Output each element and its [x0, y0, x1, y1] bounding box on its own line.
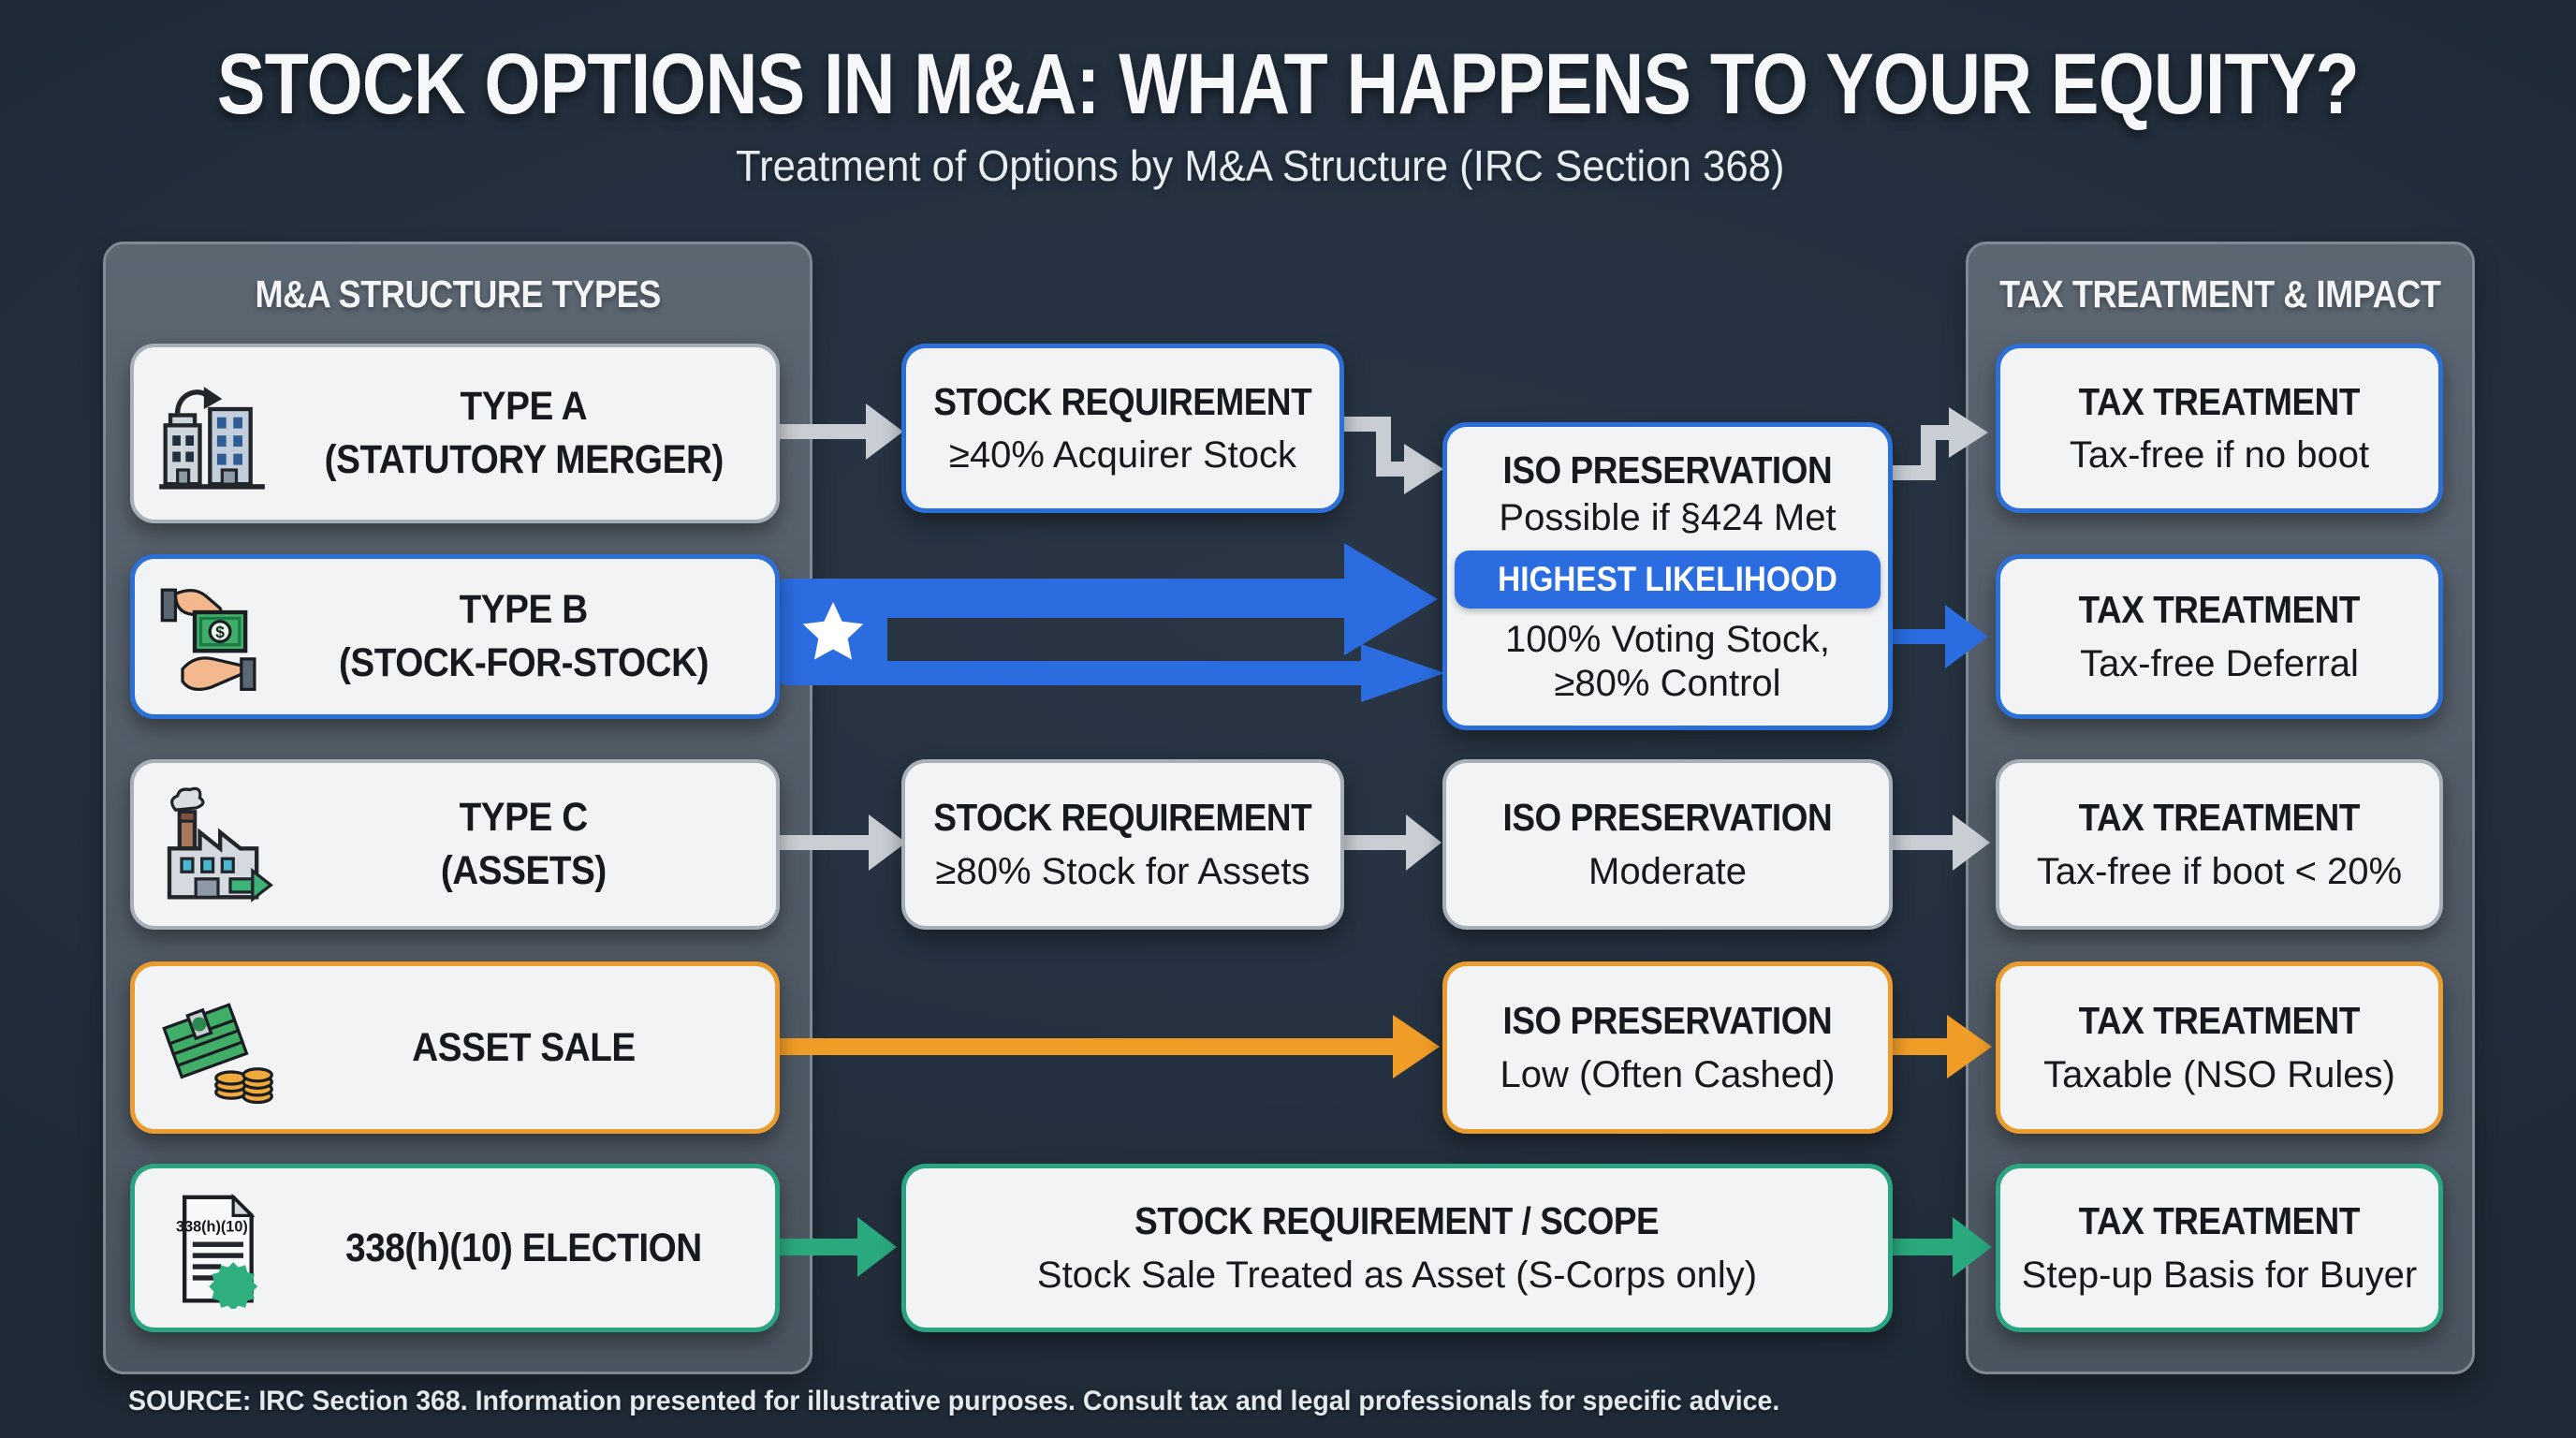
tax-treatment-b-box: TAX TREATMENT Tax-free Deferral: [1996, 554, 2443, 719]
tax-treatment-asset-sale-box: TAX TREATMENT Taxable (NSO Rules): [1996, 961, 2443, 1134]
arrow-type-c-to-stock-requirement: [779, 814, 906, 871]
election-338h10-label: 338(h)(10) ELECTION: [344, 1225, 702, 1270]
asset-sale-card: ASSET SALE: [130, 961, 780, 1134]
scope-338-box: STOCK REQUIREMENT / SCOPE Stock Sale Tre…: [901, 1164, 1893, 1332]
iso-preservation-c-box: ISO PRESERVATION Moderate: [1442, 759, 1893, 930]
tax-treatment-c-box: TAX TREATMENT Tax-free if boot < 20%: [1996, 759, 2443, 930]
structure-type-b-label: TYPE B (STOCK-FOR-STOCK): [338, 587, 709, 685]
asset-sale-label: ASSET SALE: [411, 1024, 636, 1070]
structure-type-c-card: TYPE C (ASSETS): [130, 759, 780, 930]
structure-type-c-label: TYPE C (ASSETS): [440, 795, 607, 893]
arrow-iso-asset-sale-to-tax-treatment: [1893, 1015, 1992, 1078]
arrow-iso-c-to-tax-treatment: [1893, 814, 1990, 871]
structure-type-a-label: TYPE A (STATUTORY MERGER): [324, 384, 724, 482]
arrow-stock-requirement-c-to-iso: [1344, 814, 1442, 871]
iso-preservation-ab-box: ISO PRESERVATION Possible if §424 Met HI…: [1442, 422, 1893, 730]
right-panel-header: TAX TREATMENT & IMPACT: [1999, 272, 2441, 315]
arrow-type-a-to-stock-requirement: [779, 404, 903, 460]
arrow-asset-sale-to-iso: [779, 1015, 1440, 1078]
structure-type-b-card: $ TYPE B (STOCK-FOR-STOCK): [130, 554, 780, 719]
highest-likelihood-badge: HIGHEST LIKELIHOOD: [1455, 550, 1881, 609]
tax-treatment-a-box: TAX TREATMENT Tax-free if no boot: [1996, 344, 2443, 513]
merger-buildings-icon: [134, 373, 302, 494]
tax-treatment-338-box: TAX TREATMENT Step-up Basis for Buyer: [1996, 1164, 2443, 1332]
iso-preservation-asset-sale-box: ISO PRESERVATION Low (Often Cashed): [1442, 961, 1893, 1134]
factory-icon: [134, 784, 302, 905]
page-subtitle: Treatment of Options by M&A Structure (I…: [736, 141, 1785, 190]
dollar-glyph: $: [215, 623, 225, 641]
source-note: SOURCE: IRC Section 368. Information pre…: [128, 1386, 1780, 1416]
arrow-iso-preservation-to-tax-treatment-b: [1893, 605, 1988, 668]
cash-and-coins-icon: [135, 987, 303, 1108]
arrow-type-b-highlight: [779, 543, 1445, 702]
arrow-338-election-to-scope: [779, 1217, 897, 1277]
stock-requirement-c-box: STOCK REQUIREMENT ≥80% Stock for Assets: [901, 759, 1344, 930]
page-title: STOCK OPTIONS IN M&A: WHAT HAPPENS TO YO…: [216, 37, 2360, 132]
arrow-scope-to-tax-treatment: [1893, 1217, 1992, 1277]
structure-type-a-card: TYPE A (STATUTORY MERGER): [130, 344, 780, 523]
election-338h10-card: 338(h)(10) 338(h)(10) ELECTION: [130, 1164, 780, 1332]
arrow-stock-requirement-to-iso-preservation: [1344, 417, 1443, 494]
stock-exchange-hands-icon: $: [135, 576, 303, 697]
document-label: 338(h)(10): [176, 1219, 248, 1236]
left-panel-header: M&A STRUCTURE TYPES: [255, 272, 661, 315]
arrow-iso-preservation-to-tax-treatment-a: [1893, 407, 1988, 480]
election-document-icon: 338(h)(10): [135, 1187, 303, 1309]
stock-requirement-a-box: STOCK REQUIREMENT ≥40% Acquirer Stock: [901, 344, 1344, 513]
star-icon: [802, 602, 864, 660]
